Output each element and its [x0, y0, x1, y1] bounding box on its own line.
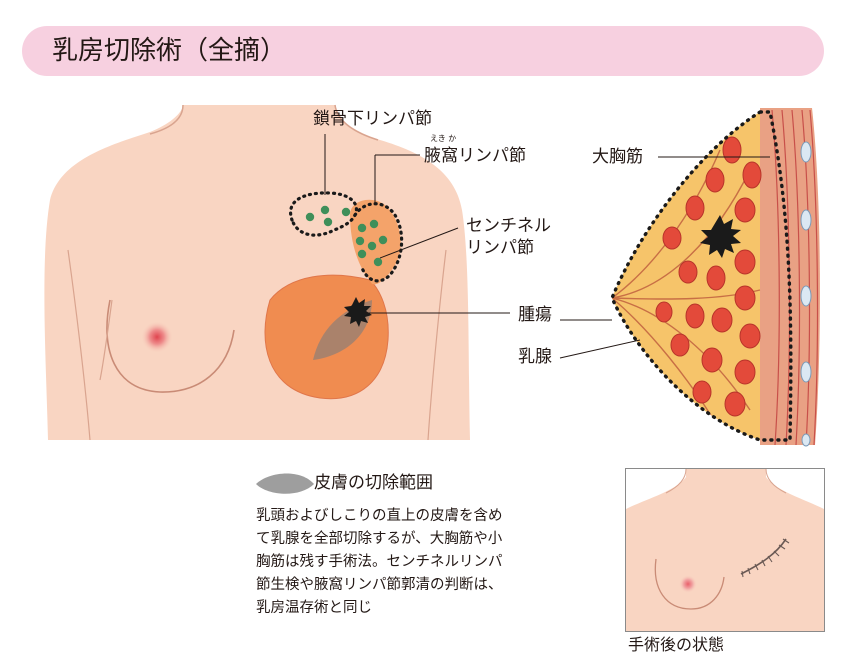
page-title: 乳房切除術（全摘）	[52, 36, 287, 66]
label-tumor: 腫瘍	[518, 305, 552, 325]
description-line: て乳腺を全部切除するが、大胸筋や小	[256, 531, 503, 547]
breast-cross-section	[610, 108, 820, 447]
subclavian-lymph-region	[289, 191, 404, 283]
legend-swatch	[256, 473, 314, 494]
nipple-icon	[141, 321, 173, 353]
excision-area	[264, 199, 401, 400]
description-line: 節生検や腋窩リンパ節郭清の判断は、	[256, 577, 503, 593]
label-sentinel-line1: センチネル	[466, 216, 551, 236]
mammary-gland-lobes	[612, 136, 762, 431]
description-line: 胸筋は残す手術法。センチネルリンパ	[256, 554, 503, 570]
after-surgery-panel	[625, 468, 825, 632]
label-subclavian-nodes: 鎖骨下リンパ節	[313, 109, 432, 129]
description: 乳頭およびしこりの直上の皮膚を含め て乳腺を全部切除するが、大胸筋や小 胸筋は残…	[256, 505, 566, 620]
description-line: 乳房温存術と同じ	[256, 600, 372, 616]
surgical-scar-icon	[740, 538, 790, 578]
leader-lines-front	[324, 134, 510, 314]
tumor-icon	[344, 297, 372, 327]
after-surgery-label: 手術後の状態	[628, 635, 725, 654]
label-axillary-ruby: えき か	[430, 134, 457, 143]
legend-label: 皮膚の切除範囲	[314, 473, 433, 493]
after-surgery-illustration	[626, 469, 824, 631]
label-mammary-gland: 乳腺	[518, 347, 552, 367]
title-bar: 乳房切除術（全摘）	[22, 26, 824, 76]
leader-lines-cross	[559, 156, 770, 359]
label-axillary-nodes: 腋窩リンパ節	[424, 146, 526, 166]
description-line: 乳頭およびしこりの直上の皮膚を含め	[256, 508, 503, 524]
label-sentinel-line2: リンパ節	[466, 238, 534, 258]
label-pectoralis-major: 大胸筋	[592, 147, 643, 167]
tumor-cross-section-icon	[700, 215, 741, 258]
